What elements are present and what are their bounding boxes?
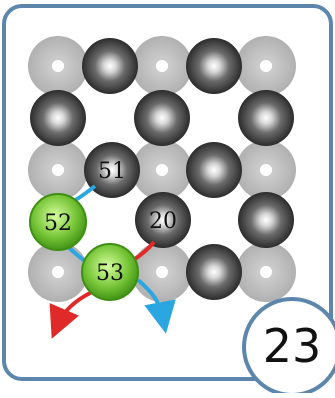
grey-lattice (28, 36, 296, 302)
dark-sphere (186, 142, 242, 198)
grey-disc-center (52, 60, 64, 72)
dark-spheres (30, 38, 294, 300)
grey-disc-center (260, 164, 272, 176)
dark-sphere (238, 192, 294, 248)
grey-disc-center (52, 266, 64, 278)
red-arrow (49, 290, 93, 339)
label-53: 53 (96, 261, 124, 286)
label-52: 52 (44, 211, 72, 236)
sphere-52 (29, 193, 87, 251)
dark-sphere (186, 38, 242, 94)
grey-disc-center (156, 164, 168, 176)
blue-arrow (136, 278, 176, 334)
sphere-53 (81, 243, 139, 301)
sphere-51 (84, 142, 140, 198)
grey-disc-center (52, 164, 64, 176)
dark-sphere (30, 90, 86, 146)
label-51: 51 (98, 159, 126, 184)
grey-disc-center (156, 60, 168, 72)
page-number-text: 23 (263, 319, 322, 373)
grey-disc-center (260, 60, 272, 72)
label-20: 20 (149, 209, 177, 234)
grey-disc-center (156, 266, 168, 278)
dark-sphere (134, 90, 190, 146)
grey-disc-center (260, 266, 272, 278)
dark-sphere (186, 244, 242, 300)
sphere-20 (135, 192, 191, 248)
dark-sphere (82, 38, 138, 94)
dark-sphere (238, 90, 294, 146)
